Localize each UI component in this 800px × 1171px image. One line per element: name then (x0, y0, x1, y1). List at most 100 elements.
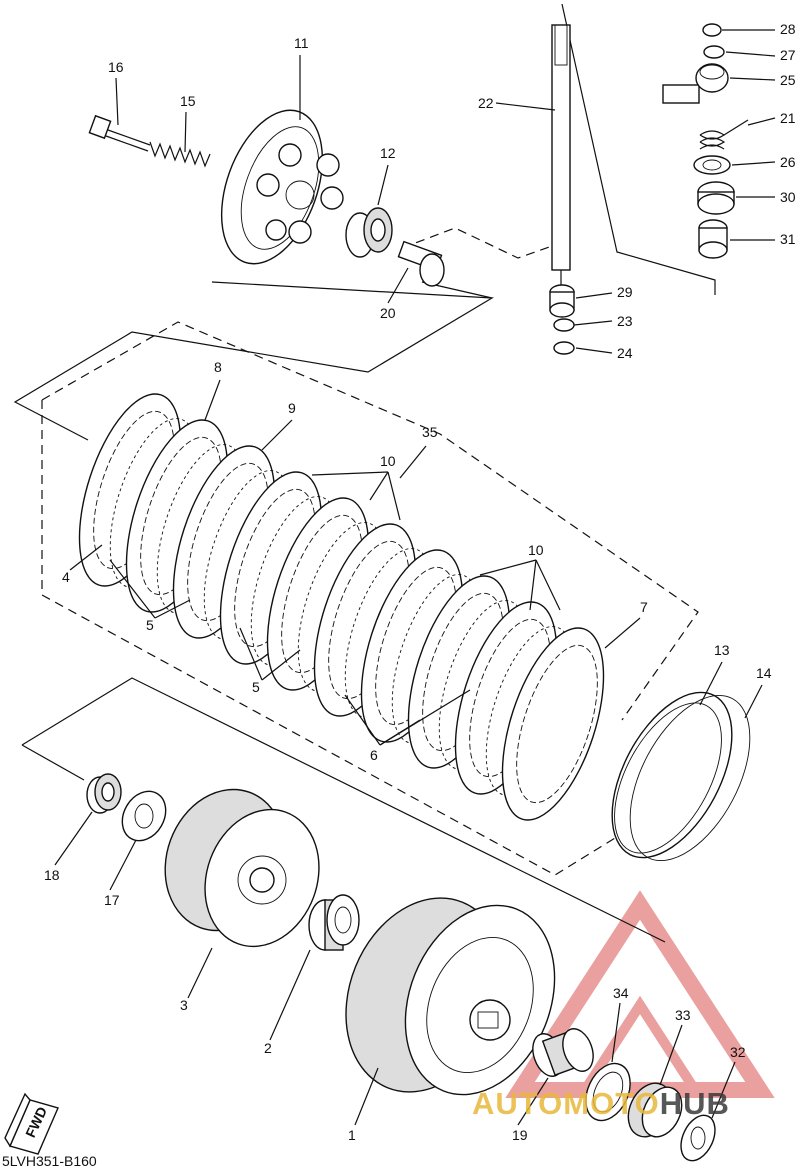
leader-line (115, 77, 119, 126)
washer-23 (553, 318, 575, 332)
leader-line (699, 661, 723, 706)
watermark-prefix: AUTOMOTO (472, 1086, 660, 1121)
label-part-15: 15 (180, 93, 196, 109)
leader-line (725, 51, 776, 57)
leader-line (611, 1002, 621, 1063)
label-part-34: 34 (613, 985, 629, 1001)
label-part-22: 22 (478, 95, 494, 111)
watermark-text: AUTOMOTOHUB (472, 1086, 730, 1122)
label-part-10: 10 (380, 453, 396, 469)
label-part-4: 4 (62, 569, 70, 585)
label-part-12: 12 (380, 145, 396, 161)
leader-line (204, 379, 221, 421)
label-part-21: 21 (780, 110, 796, 126)
spring-21 (699, 119, 749, 150)
seal-30 (697, 181, 735, 215)
wire-ring-14 (629, 694, 751, 862)
watermark-suffix: HUB (659, 1086, 730, 1121)
leader-line (479, 559, 537, 576)
label-part-23: 23 (617, 313, 633, 329)
leader-line (731, 161, 776, 166)
bearing-29 (549, 284, 575, 318)
label-part-25: 25 (780, 72, 796, 88)
leader-line (109, 839, 137, 891)
leader-line (495, 102, 556, 111)
label-part-6: 6 (370, 747, 378, 763)
bolt-16 (88, 114, 151, 152)
leader-line (377, 164, 389, 206)
label-part-8: 8 (214, 359, 222, 375)
leader-line (399, 445, 427, 479)
label-part-28: 28 (780, 21, 796, 37)
clip-24 (553, 341, 575, 355)
leader-line (387, 267, 409, 304)
label-part-16: 16 (108, 59, 124, 75)
label-part-20: 20 (380, 305, 396, 321)
leader-line (239, 627, 263, 681)
spacer-2 (308, 894, 360, 951)
label-part-27: 27 (780, 47, 796, 63)
label-part-18: 18 (44, 867, 60, 883)
leader-line (379, 689, 471, 746)
label-part-35: 35 (422, 424, 438, 440)
oring-34 (585, 1062, 631, 1122)
clutch-housing-1 (345, 897, 556, 1096)
leader-line (187, 947, 213, 999)
clip-28 (702, 23, 722, 37)
fwd-arrow-icon: FWD (4, 1092, 59, 1155)
leader-line (261, 419, 293, 451)
label-part-33: 33 (675, 1007, 691, 1023)
label-part-10: 10 (528, 542, 544, 558)
label-part-32: 32 (730, 1044, 746, 1060)
leader-line (729, 77, 776, 81)
leader-line (154, 599, 191, 619)
leader-line (517, 1077, 549, 1126)
label-part-7: 7 (640, 599, 648, 615)
label-part-5: 5 (146, 617, 154, 633)
needle-bearing-19 (532, 1028, 594, 1077)
label-part-9: 9 (288, 400, 296, 416)
leader-line (575, 347, 613, 354)
label-part-5: 5 (252, 679, 260, 695)
clutch-plate-stack (78, 393, 605, 821)
leader-line (261, 649, 301, 681)
leader-line (747, 117, 776, 126)
leader-line (604, 617, 641, 649)
spring-15 (149, 141, 211, 168)
washer-32 (680, 1114, 716, 1162)
leader-line (659, 1024, 683, 1086)
leader-line (69, 544, 103, 571)
label-part-24: 24 (617, 345, 633, 361)
ring-13 (611, 691, 733, 859)
leader-line (369, 471, 389, 501)
leader-line (711, 1061, 736, 1119)
leader-line (575, 292, 613, 299)
clutch-boss-3 (164, 788, 320, 948)
label-part-19: 19 (512, 1127, 528, 1143)
label-part-14: 14 (756, 665, 772, 681)
leader-line (535, 559, 561, 611)
part-labels: 1 2 3 4 5 5 6 7 8 9 10 10 11 12 13 14 15… (44, 21, 796, 1143)
leader-line (109, 559, 156, 619)
leader-line (269, 949, 311, 1041)
lever-25 (662, 63, 729, 104)
leader-line (744, 684, 763, 719)
label-part-31: 31 (780, 231, 796, 247)
leader-lines (54, 29, 776, 1126)
leader-line (54, 811, 93, 866)
push-rod-20 (397, 240, 445, 287)
bearing-31 (698, 219, 728, 259)
leader-line (529, 559, 537, 611)
nut-18 (86, 773, 122, 814)
leader-line (311, 471, 389, 476)
label-part-3: 3 (180, 997, 188, 1013)
assembly-outlines (13, 3, 716, 943)
friction-plate (501, 627, 605, 821)
washer-26 (693, 155, 731, 175)
label-part-1: 1 (348, 1127, 356, 1143)
label-part-29: 29 (617, 284, 633, 300)
diagram-code: 5LVH351-B160 (2, 1153, 97, 1169)
label-part-17: 17 (104, 892, 120, 908)
leader-line (573, 320, 613, 326)
